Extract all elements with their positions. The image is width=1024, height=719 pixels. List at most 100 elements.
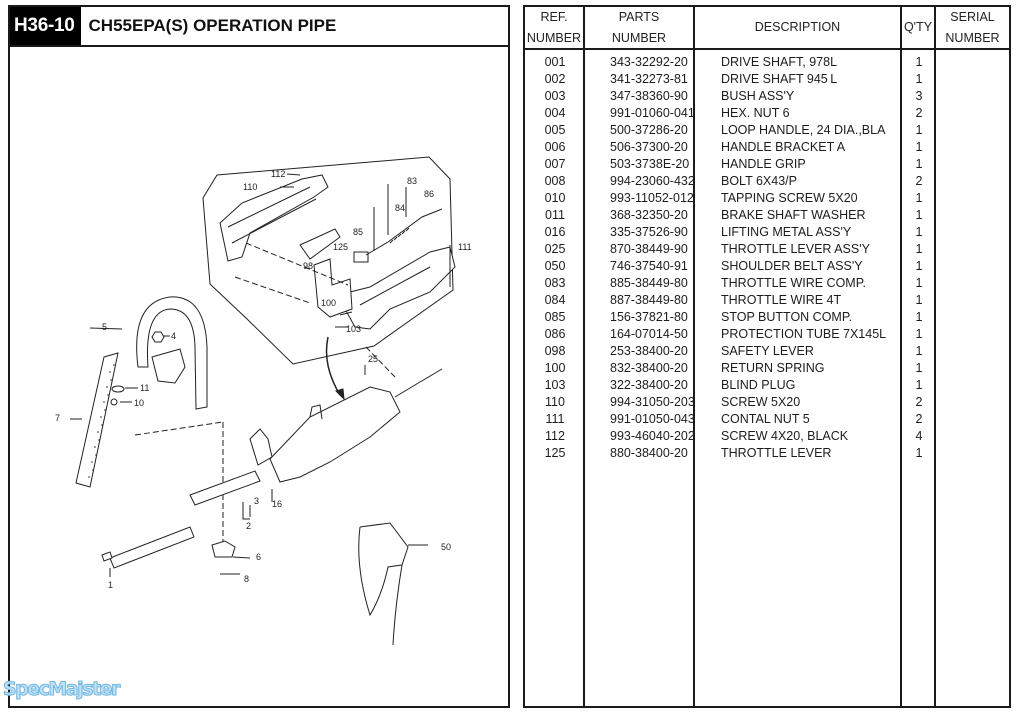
description-cell: SCREW 5X20	[721, 395, 801, 409]
header-serial-line1: SERIAL	[950, 9, 995, 24]
ref-number-cell: 002	[544, 72, 566, 86]
description-cell: STOP BUTTON COMP.	[721, 310, 853, 324]
column-divider	[583, 7, 585, 706]
table-row: 084 887-38449-80 THROTTLE WIRE 4T 1	[525, 292, 1009, 309]
quantity-cell: 1	[915, 327, 923, 341]
ref-number-cell: 011	[545, 208, 565, 222]
part-number-cell: 506-37300-20	[610, 140, 688, 154]
description-cell: HANDLE BRACKET A	[721, 140, 846, 154]
ref-number-cell: 010	[544, 191, 566, 205]
quantity-cell: 1	[915, 225, 923, 239]
part-number-cell: 993-46040-202	[610, 429, 695, 443]
callout-7: 7	[55, 413, 60, 423]
quantity-cell: 4	[915, 429, 923, 443]
table-row: 006 506-37300-20 HANDLE BRACKET A 1	[525, 139, 1009, 156]
header-parts-line1: PARTS	[618, 9, 660, 24]
callout-4: 4	[171, 331, 176, 341]
throttle-wire	[365, 208, 443, 256]
header-qty: Q'TY	[902, 7, 934, 48]
part-number-cell: 503-3738E-20	[610, 157, 690, 171]
table-row: 083 885-38449-80 THROTTLE WIRE COMP. 1	[525, 275, 1009, 292]
description-cell: TAPPING SCREW 5X20	[721, 191, 858, 205]
quantity-cell: 2	[915, 412, 923, 426]
table-row: 086 164-07014-50 PROTECTION TUBE 7X145L …	[525, 326, 1009, 343]
ref-number-cell: 125	[544, 446, 566, 460]
description-cell: THROTTLE WIRE COMP.	[721, 276, 866, 290]
callout-111: 111	[458, 242, 472, 252]
callout-5: 5	[102, 322, 107, 332]
header-parts-number: PARTS NUMBER	[585, 7, 693, 48]
part-number-cell: 335-37526-90	[610, 225, 688, 239]
ref-number-cell: 003	[544, 89, 566, 103]
quantity-cell: 1	[915, 208, 923, 222]
part-number-cell: 880-38400-20	[610, 446, 688, 460]
column-divider	[693, 7, 695, 706]
ref-number-cell: 085	[544, 310, 566, 324]
callout-50: 50	[441, 542, 451, 552]
quantity-cell: 1	[915, 276, 923, 290]
callout-100: 100	[321, 298, 336, 308]
table-row: 103 322-38400-20 BLIND PLUG 1	[525, 377, 1009, 394]
description-cell: PROTECTION TUBE 7X145L	[721, 327, 887, 341]
part-number-cell: 887-38449-80	[610, 293, 688, 307]
ref-number-cell: 098	[544, 344, 566, 358]
callout-83: 83	[407, 176, 417, 186]
table-row: 005 500-37286-20 LOOP HANDLE, 24 DIA.,BL…	[525, 122, 1009, 139]
table-row: 008 994-23060-432 BOLT 6X43/P 2	[525, 173, 1009, 190]
part-number-cell: 994-23060-432	[610, 174, 695, 188]
handle-housing-right	[344, 246, 456, 330]
table-row: 003 347-38360-90 BUSH ASS'Y 3	[525, 88, 1009, 105]
part-number-cell: 993-11052-012	[610, 191, 694, 205]
table-row: 010 993-11052-012 TAPPING SCREW 5X20 1	[525, 190, 1009, 207]
callout-25: 25	[368, 354, 378, 364]
table-row: 007 503-3738E-20 HANDLE GRIP 1	[525, 156, 1009, 173]
part-number-cell: 347-38360-90	[610, 89, 688, 103]
description-cell: HANDLE GRIP	[721, 157, 806, 171]
quantity-cell: 1	[915, 293, 923, 307]
callout-84: 84	[395, 203, 405, 213]
page-code: H36-10	[10, 7, 81, 45]
description-cell: RETURN SPRING	[721, 361, 825, 375]
table-row: 001 343-32292-20 DRIVE SHAFT, 978L 1	[525, 54, 1009, 71]
callout-6: 6	[256, 552, 261, 562]
header-description-label: DESCRIPTION	[754, 20, 841, 34]
quantity-cell: 3	[915, 89, 923, 103]
header-serial-line2: NUMBER	[945, 30, 1000, 45]
callout-3: 3	[254, 496, 259, 506]
table-row: 125 880-38400-20 THROTTLE LEVER 1	[525, 445, 1009, 462]
handle-housing-left	[219, 174, 329, 262]
quantity-cell: 1	[915, 259, 923, 273]
loop-handle-part	[136, 296, 208, 410]
ref-number-cell: 111	[545, 412, 565, 426]
quantity-cell: 1	[915, 157, 923, 171]
assembled-housing-part	[269, 386, 401, 483]
part-number-cell: 322-38400-20	[610, 378, 688, 392]
header-ref-line1: REF.	[540, 9, 568, 24]
header-ref-number: REF. NUMBER	[525, 7, 583, 48]
table-row: 111 991-01050-043 CONTAL NUT 5 2	[525, 411, 1009, 428]
part-number-cell: 156-37821-80	[610, 310, 688, 324]
table-body: 001 343-32292-20 DRIVE SHAFT, 978L 1 002…	[525, 50, 1009, 462]
ref-number-cell: 006	[544, 140, 566, 154]
table-header: REF. NUMBER PARTS NUMBER DESCRIPTION Q'T…	[525, 7, 1009, 50]
description-cell: THROTTLE WIRE 4T	[721, 293, 842, 307]
ref-number-cell: 050	[544, 259, 566, 273]
callout-112: 112	[271, 169, 285, 179]
shoulder-belt-part	[358, 522, 409, 646]
part-number-cell: 991-01050-043	[610, 412, 695, 426]
description-cell: SAFETY LEVER	[721, 344, 814, 358]
table-row: 085 156-37821-80 STOP BUTTON COMP. 1	[525, 309, 1009, 326]
ref-number-cell: 110	[545, 395, 565, 409]
stop-button-part	[353, 251, 369, 263]
safety-lever-part	[299, 228, 341, 260]
exploded-parts-diagram: 112 110 83 86 84 85 111 125 98 100 103 2…	[10, 47, 508, 708]
quantity-cell: 1	[915, 446, 923, 460]
table-row: 002 341-32273-81 DRIVE SHAFT 945 L 1	[525, 71, 1009, 88]
description-cell: BLIND PLUG	[721, 378, 796, 392]
description-cell: BRAKE SHAFT WASHER	[721, 208, 866, 222]
header-ref-line2: NUMBER	[526, 30, 582, 45]
watermark-logo: SpecMajster	[3, 678, 121, 701]
table-row: 100 832-38400-20 RETURN SPRING 1	[525, 360, 1009, 377]
quantity-cell: 2	[915, 174, 923, 188]
assembly-arrow	[325, 336, 341, 396]
